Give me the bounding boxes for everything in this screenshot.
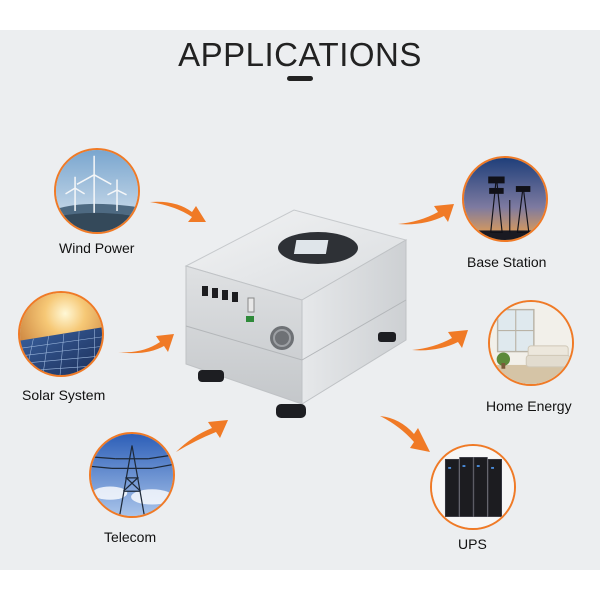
wind-power-image bbox=[54, 148, 140, 234]
label-wind-power: Wind Power bbox=[59, 240, 135, 256]
base-station-image bbox=[462, 156, 548, 242]
power-tower-icon bbox=[91, 434, 173, 516]
cell-tower-icon bbox=[464, 158, 546, 240]
label-solar-system: Solar System bbox=[22, 387, 106, 403]
page-title: APPLICATIONS bbox=[178, 36, 422, 73]
label-ups: UPS bbox=[458, 536, 487, 552]
server-rack-icon bbox=[432, 446, 514, 528]
arrow-wind-power bbox=[150, 201, 206, 222]
arrow-solar-system bbox=[118, 334, 174, 354]
ups-image bbox=[430, 444, 516, 530]
label-base-station: Base Station bbox=[467, 254, 547, 270]
title-underline bbox=[287, 76, 313, 81]
wind-turbine-icon bbox=[56, 150, 138, 232]
arrow-ups bbox=[380, 416, 430, 452]
living-room-icon bbox=[490, 302, 572, 384]
solar-panel-icon bbox=[20, 293, 102, 375]
inverter-product-image bbox=[184, 209, 408, 418]
label-telecom: Telecom bbox=[104, 529, 157, 545]
home-energy-image bbox=[488, 300, 574, 386]
solar-system-image bbox=[18, 291, 104, 377]
arrow-home-energy bbox=[412, 330, 468, 351]
telecom-image bbox=[89, 432, 175, 518]
arrow-telecom bbox=[176, 420, 228, 452]
label-home-energy: Home Energy bbox=[486, 398, 572, 414]
arrow-base-station bbox=[398, 204, 454, 225]
